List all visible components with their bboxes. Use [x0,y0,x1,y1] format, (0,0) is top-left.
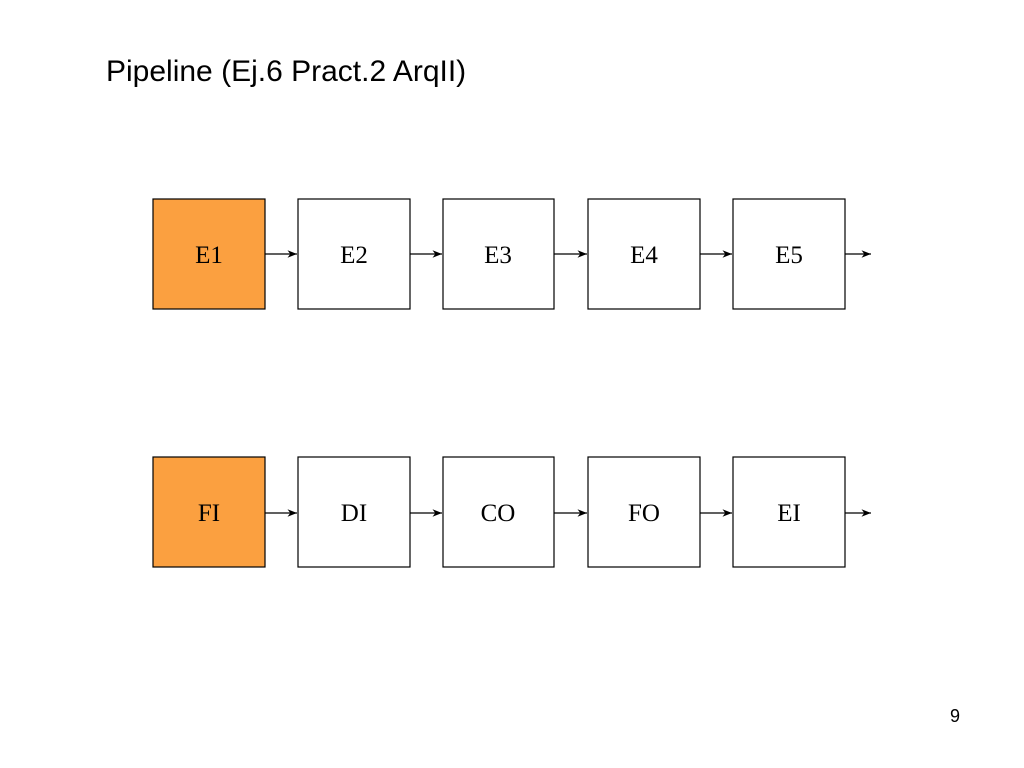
stage-label-e2: E2 [340,242,368,269]
stage-label-fi: FI [198,500,220,527]
stage-box-di [297,456,411,568]
stage-label-e1: E1 [195,242,223,269]
stage-box-e5 [732,198,846,310]
pipeline-instruction: FI DI CO FO EI [152,456,871,568]
stage-box-fi [152,456,266,568]
slide-title: Pipeline (Ej.6 Pract.2 ArqII) [106,55,467,88]
stage-box-e4 [587,198,701,310]
stage-box-e3 [442,198,555,310]
stage-label-co: CO [481,500,516,527]
stage-box-co [442,456,555,568]
stage-label-e4: E4 [630,242,658,269]
stage-label-di: DI [341,500,367,527]
page-number: 9 [949,706,960,726]
stage-label-e3: E3 [484,242,512,269]
stage-box-ei [732,456,846,568]
stage-label-fo: FO [628,500,660,527]
stage-box-fo [587,456,701,568]
stage-box-e1 [152,198,266,310]
stage-box-e2 [297,198,411,310]
stage-label-ei: EI [777,500,801,527]
pipeline-generic: E1 E2 E3 E4 E5 [152,198,871,310]
stage-label-e5: E5 [775,242,803,269]
